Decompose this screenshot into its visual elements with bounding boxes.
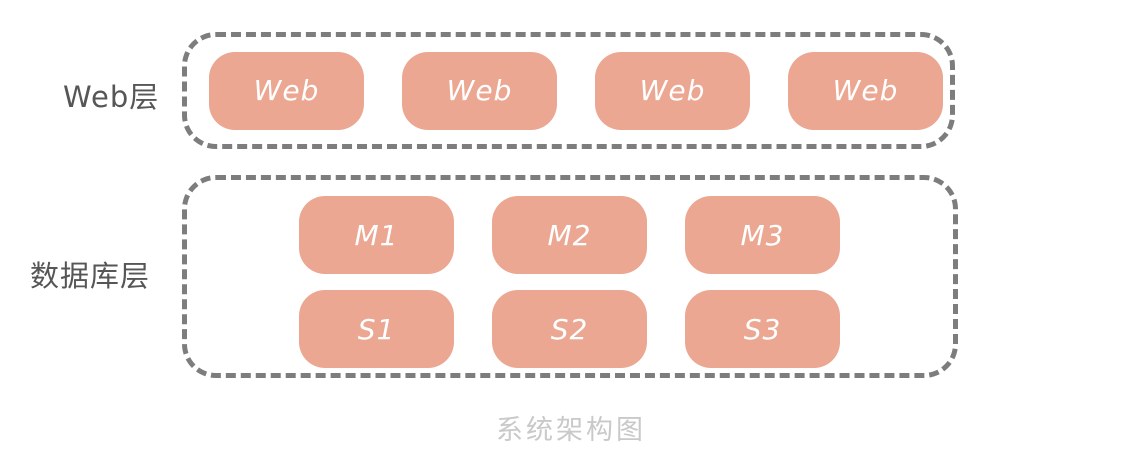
web-node-3: Web xyxy=(595,51,750,130)
web-layer-group: Web Web Web Web xyxy=(182,32,955,149)
web-node-4: Web xyxy=(788,51,943,130)
db-master-node-m3: M3 xyxy=(685,196,840,274)
db-layer-label: 数据库层 xyxy=(30,259,151,293)
web-node-2: Web xyxy=(402,51,557,130)
db-layer-group: M1 M2 M3 S1 S2 S3 xyxy=(182,175,958,378)
db-slave-node-s3: S3 xyxy=(685,290,840,368)
db-master-row: M1 M2 M3 xyxy=(299,196,953,274)
db-master-node-m1: M1 xyxy=(299,196,454,274)
db-slave-row: S1 S2 S3 xyxy=(299,290,953,368)
web-layer-label: Web层 xyxy=(63,80,160,114)
web-node-1: Web xyxy=(209,51,364,130)
db-master-node-m2: M2 xyxy=(492,196,647,274)
diagram-title: 系统架构图 xyxy=(496,415,646,446)
db-slave-node-s2: S2 xyxy=(492,290,647,368)
db-slave-node-s1: S1 xyxy=(299,290,454,368)
